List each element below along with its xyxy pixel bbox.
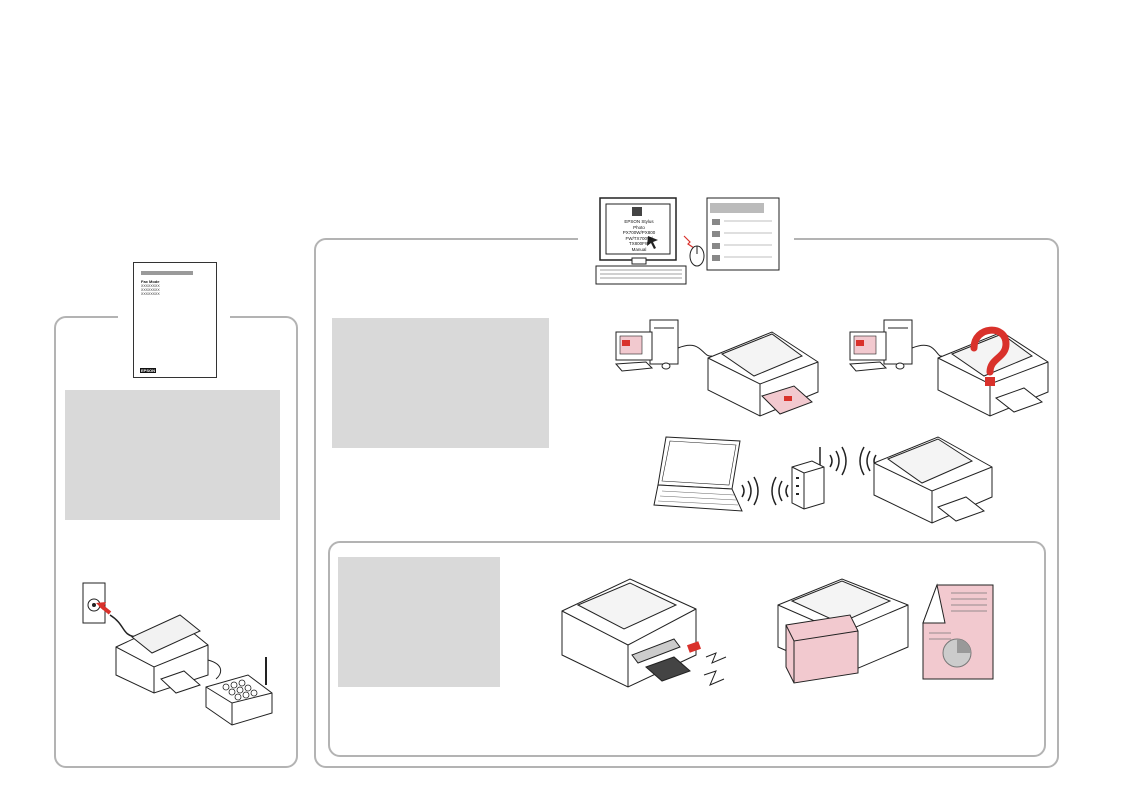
fax-manual-line-2: XXXXXXXX	[141, 288, 160, 292]
screen-line-2: Photo	[633, 224, 645, 230]
screen-line-4: FW/TX700W/	[625, 235, 653, 241]
fax-manual-icon: Fax Mode XXXXXXXX XXXXXXXX XXXXXXXX EPSO…	[133, 262, 217, 378]
mouse-click-icon	[683, 235, 705, 267]
fax-manual-line-3: XXXXXXXX	[141, 292, 160, 296]
screen-line-5: TX800FW	[628, 241, 650, 246]
wireless-network-icon	[653, 436, 993, 524]
standalone-panel	[328, 541, 1046, 757]
duplex-print-icon	[922, 583, 994, 680]
standalone-text-placeholder	[338, 557, 500, 687]
fax-manual-line-1: XXXXXXXX	[141, 284, 160, 288]
usb-printer-icon	[614, 319, 819, 417]
screen-line-6: Manual	[631, 246, 647, 252]
screen-line-3: PX700W/PX800	[622, 230, 656, 235]
troubleshoot-printer-icon	[848, 319, 1049, 417]
fax-connection-icon	[82, 582, 273, 726]
computer-text-placeholder	[332, 318, 549, 448]
monitor-screen-text: EPSON Stylus Photo PX700W/PX800 FW/TX700…	[607, 219, 671, 252]
duplex-printer-icon	[777, 578, 909, 684]
memory-card-printer-icon	[561, 578, 727, 688]
fax-manual-heading: Fax Mode	[141, 279, 160, 284]
online-manual-icon	[706, 197, 780, 271]
fax-manual-header-bar	[141, 271, 193, 275]
screen-line-1: EPSON Stylus	[624, 219, 654, 224]
fax-manual-brand: EPSON	[140, 368, 157, 373]
computer-manual-icon	[595, 197, 687, 285]
fax-text-placeholder	[65, 390, 280, 520]
